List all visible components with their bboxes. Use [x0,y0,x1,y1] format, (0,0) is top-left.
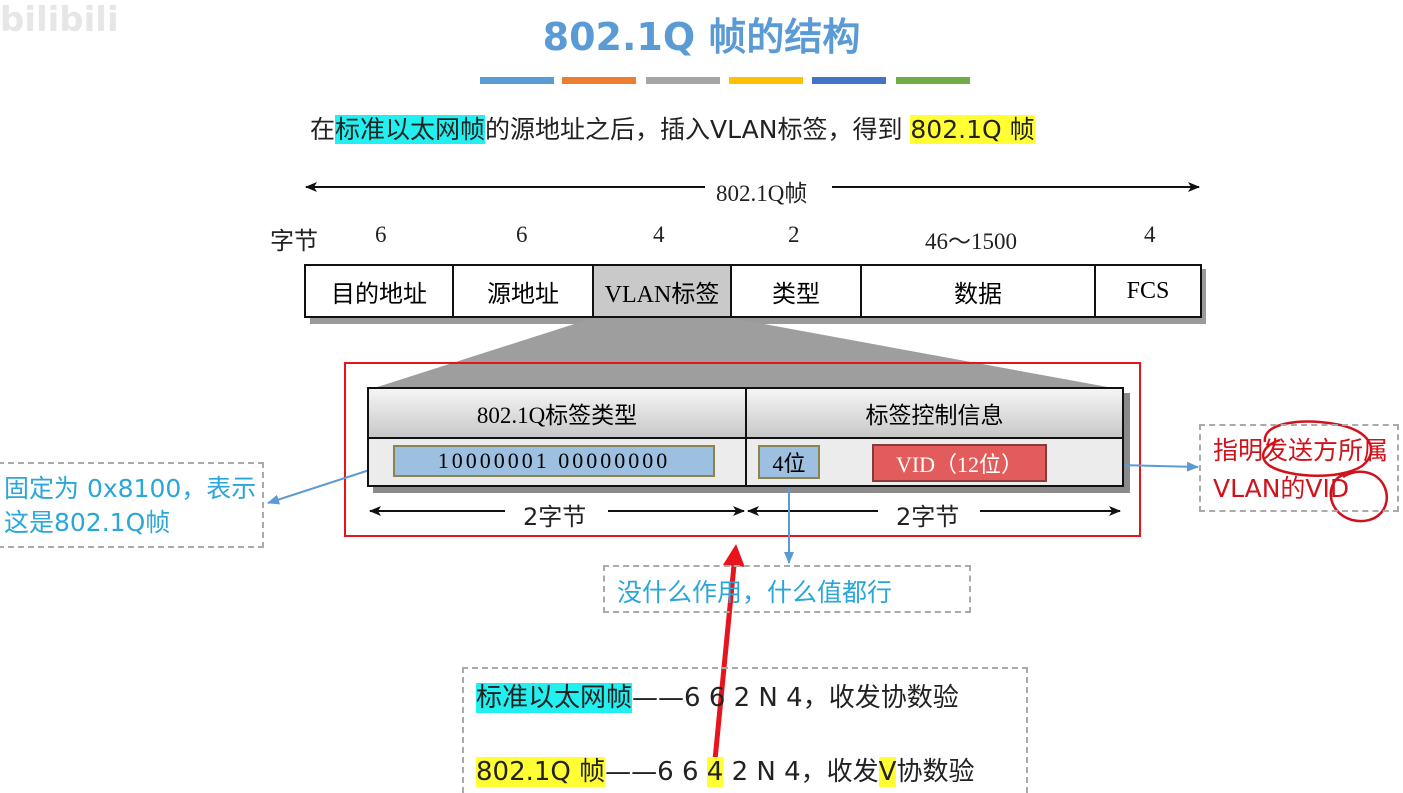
mnemonic-box: 标准以太网帧——6 6 2 N 4，收发协数验 802.1Q 帧——6 6 4 … [462,667,1028,793]
bytes-data: 46～1500 [925,229,1017,254]
subtitle-middle: 的源地址之后，插入VLAN标签，得到 [485,115,903,144]
mnemonic-8021q-frame: 802.1Q 帧 [476,757,606,787]
priority-bits: 4位 [758,445,820,479]
vlan-tag-detail: 802.1Q标签类型 标签控制信息 10000001 00000000 4位 V… [367,387,1124,487]
subtitle-prefix: 在 [310,115,336,144]
subtitle-highlight-standard-frame: 标准以太网帧 [335,115,486,144]
field-fcs: FCS [1094,264,1202,318]
color-stripe-4 [729,77,803,84]
subtitle-highlight-8021q-frame: 802.1Q 帧 [910,115,1035,144]
color-stripe-2 [562,77,636,84]
span-right-label: 2字节 [896,503,960,531]
field-src-address: 源地址 [452,264,594,318]
field-dest-address: 目的地址 [304,264,454,318]
tpid-value: 10000001 00000000 [393,445,715,477]
vid-field: VID（12位） [872,444,1047,482]
mnemonic-line-2-a: ——6 6 [605,757,707,787]
bytes-vlan: 4 [653,222,665,247]
bytes-row-label: 字节 [270,227,318,255]
bytes-src: 6 [516,222,528,247]
page-title: 802.1Q 帧的结构 [542,15,861,59]
mnemonic-line-1: 标准以太网帧——6 6 2 N 4，收发协数验 [476,677,959,714]
watermark-logo: bilibili [0,0,119,40]
tpid-note: 固定为 0x8100，表示这是802.1Q帧 [0,462,264,548]
field-vlan-tag: VLAN标签 [592,264,732,318]
color-stripe-3 [646,77,720,84]
color-stripe-5 [812,77,886,84]
frame-span-label: 802.1Q帧 [714,174,810,208]
mnemonic-vlan-letter: V [878,757,897,787]
mnemonic-vlan-bytes: 4 [706,757,724,787]
mnemonic-line-2-c: 协数验 [896,757,975,787]
red-pointer-arrow [711,544,745,771]
red-pen-circle-1 [1261,420,1373,477]
mnemonic-line-2-b: 2 N 4，收发 [723,757,879,787]
mnemonic-standard-frame: 标准以太网帧 [476,683,633,713]
color-stripe-6 [896,77,970,84]
mnemonic-line-2: 802.1Q 帧——6 6 4 2 N 4，收发V协数验 [476,751,974,788]
span-left-label: 2字节 [523,503,587,531]
mnemonic-line-1-text: ——6 6 2 N 4，收发协数验 [632,683,959,713]
subtitle: 在标准以太网帧的源地址之后，插入VLAN标签，得到 802.1Q 帧 [310,110,1035,146]
tpid-header: 802.1Q标签类型 [369,389,747,439]
field-data: 数据 [860,264,1096,318]
vlan-zoom-trapezoid [368,318,1124,390]
field-type: 类型 [730,264,862,318]
bytes-fcs: 4 [1144,222,1156,247]
red-highlight-box [344,362,1141,537]
bytes-type: 2 [788,222,800,247]
color-stripe-1 [480,77,554,84]
bytes-dest: 6 [375,222,387,247]
tci-header: 标签控制信息 [747,389,1122,439]
red-pen-circle-2 [1329,470,1388,523]
vid-note: 指明发送方所属VLAN的VID [1199,424,1399,512]
priority-note: 没什么作用，什么值都行 [603,565,971,613]
